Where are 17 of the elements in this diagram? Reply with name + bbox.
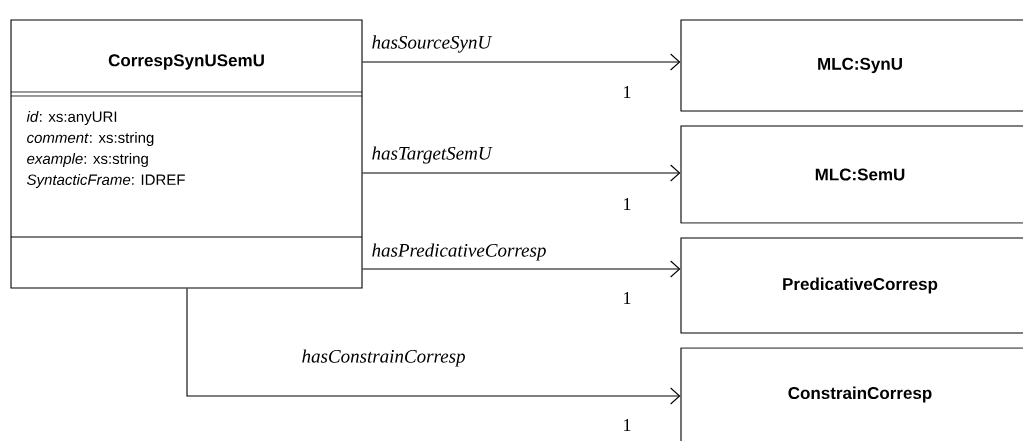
- association-arrow: [362, 260, 681, 278]
- multiplicity-label: 1: [624, 292, 631, 304]
- role-label: hasConstrainCorresp: [300, 348, 467, 368]
- role-label: hasTargetSemU: [370, 145, 493, 165]
- multiplicity-label: 1: [624, 86, 631, 98]
- class-box: ConstrainCorresp: [680, 347, 1023, 441]
- class-box: MLC:SemU: [680, 125, 1023, 224]
- association-arrow: [362, 164, 681, 182]
- class-box: CorrespSynUSemU id: xs:anyURI comment: xs:string example: xs:string SyntacticFrame: IDREF: [10, 19, 363, 289]
- class-box: MLC:SynU: [680, 19, 1023, 112]
- association-arrow: [186, 288, 681, 405]
- multiplicity-label: 1: [624, 419, 631, 431]
- role-label: hasSourceSynU: [370, 34, 493, 54]
- role-label: hasPredicativeCorresp: [370, 242, 548, 262]
- class-box: PredicativeCorresp: [680, 237, 1023, 334]
- multiplicity-label: 1: [624, 198, 631, 210]
- association-arrow: [362, 53, 681, 71]
